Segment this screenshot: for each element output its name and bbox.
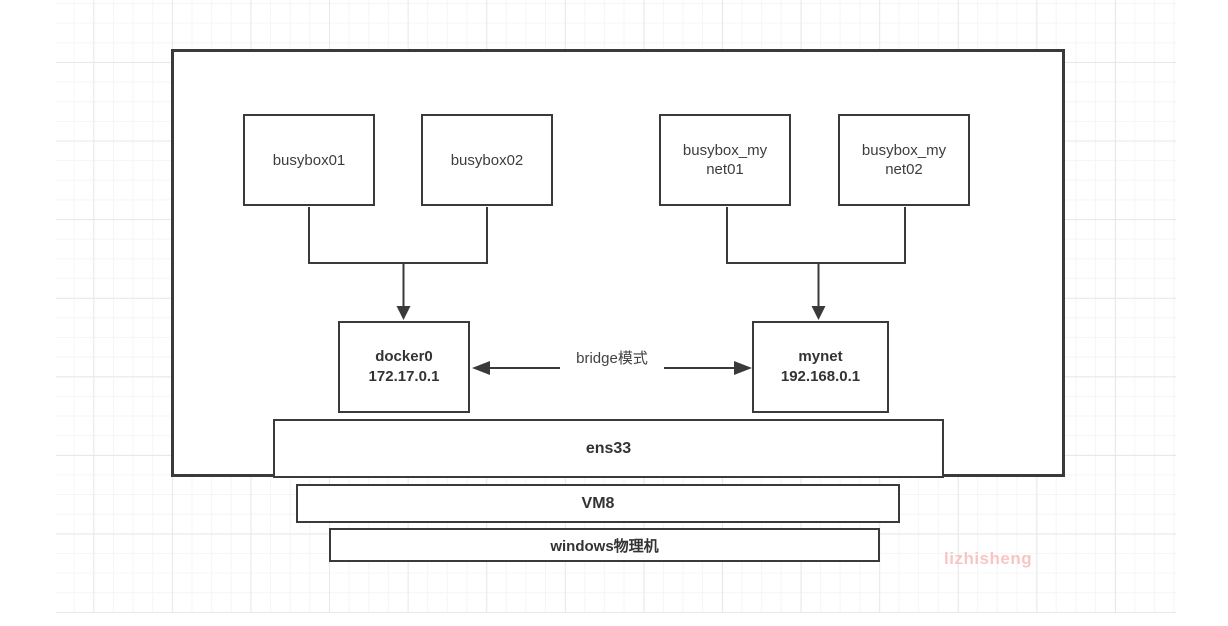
layer-ens33[interactable]: ens33 [273,419,944,478]
layer-windows-host[interactable]: windows物理机 [329,528,880,562]
node-busybox02[interactable]: busybox02 [421,114,553,206]
node-docker0-bridge[interactable]: docker0 172.17.0.1 [338,321,470,413]
layer-vm8[interactable]: VM8 [296,484,900,523]
bridge-mode-label: bridge模式 [560,349,664,369]
watermark-text: lizhisheng [944,549,1033,568]
node-busybox01[interactable]: busybox01 [243,114,375,206]
node-mynet-bridge[interactable]: mynet 192.168.0.1 [752,321,889,413]
node-busybox-mynet01[interactable]: busybox_my net01 [659,114,791,206]
node-busybox-mynet02[interactable]: busybox_my net02 [838,114,970,206]
